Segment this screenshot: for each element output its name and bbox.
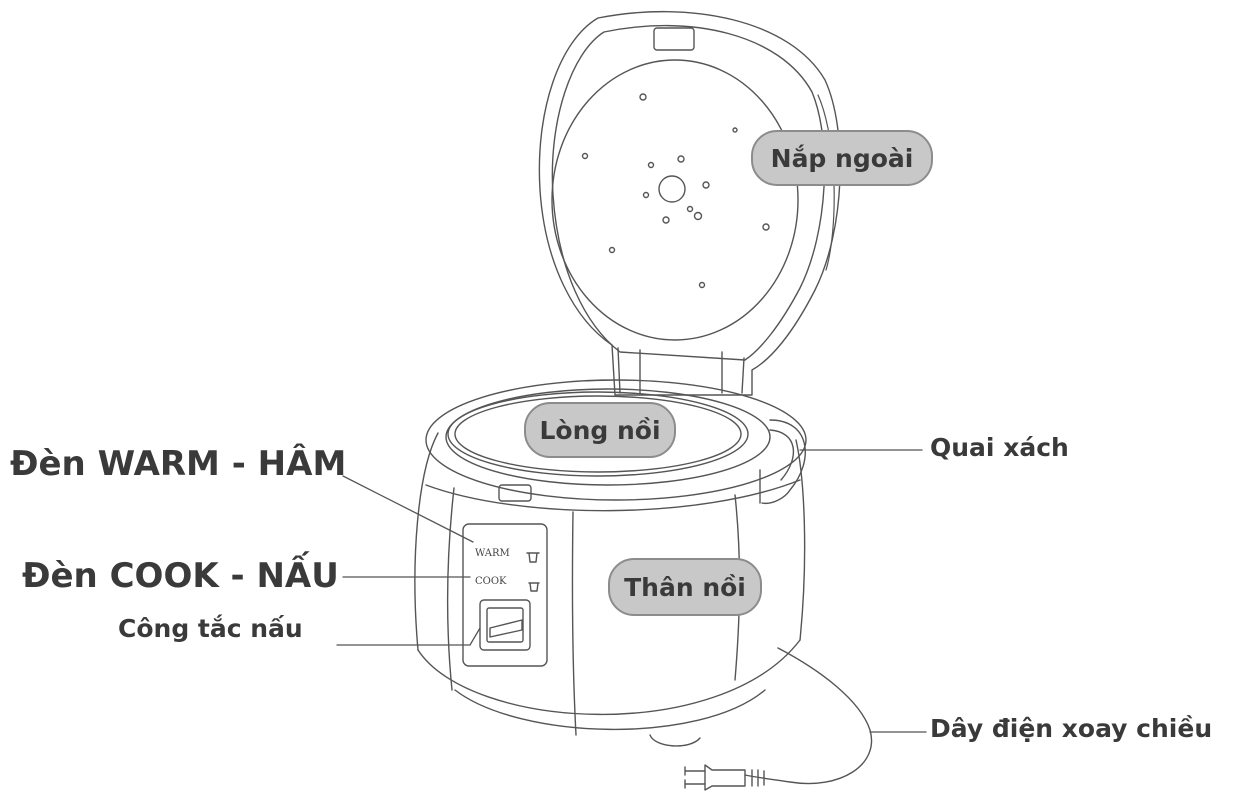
lid-latch [498, 484, 532, 502]
label-cook-switch: Công tắc nấu [118, 614, 303, 643]
lid-inner-plate [551, 59, 799, 341]
lid-tab [653, 27, 695, 51]
callout-body: Thân nồi [608, 558, 762, 616]
handle-drawing [761, 419, 806, 505]
steam-vent [658, 175, 686, 203]
label-cook-light: Đèn COOK - NẤU [22, 556, 339, 596]
cooker-body-drawing [414, 379, 873, 791]
outer-lid-drawing [538, 10, 841, 396]
callout-inner-pot: Lòng nồi [524, 402, 676, 458]
panel-warm-text: WARM [475, 548, 510, 559]
plug-drawing [704, 764, 746, 791]
label-power-cord: Dây điện xoay chiều [930, 714, 1213, 743]
power-cord-drawing [744, 647, 873, 785]
cook-switch-drawing [479, 599, 531, 651]
leader-warm [342, 475, 474, 543]
label-warm-light: Đèn WARM - HÂM [10, 444, 347, 484]
callout-outer-lid: Nắp ngoài [751, 130, 933, 186]
leader-switch [336, 627, 481, 646]
inner-pot-rim [447, 391, 749, 477]
leader-lines [336, 449, 927, 733]
panel-cook-text: COOK [475, 576, 507, 587]
control-panel [462, 523, 548, 667]
label-handle: Quai xách [930, 433, 1069, 462]
